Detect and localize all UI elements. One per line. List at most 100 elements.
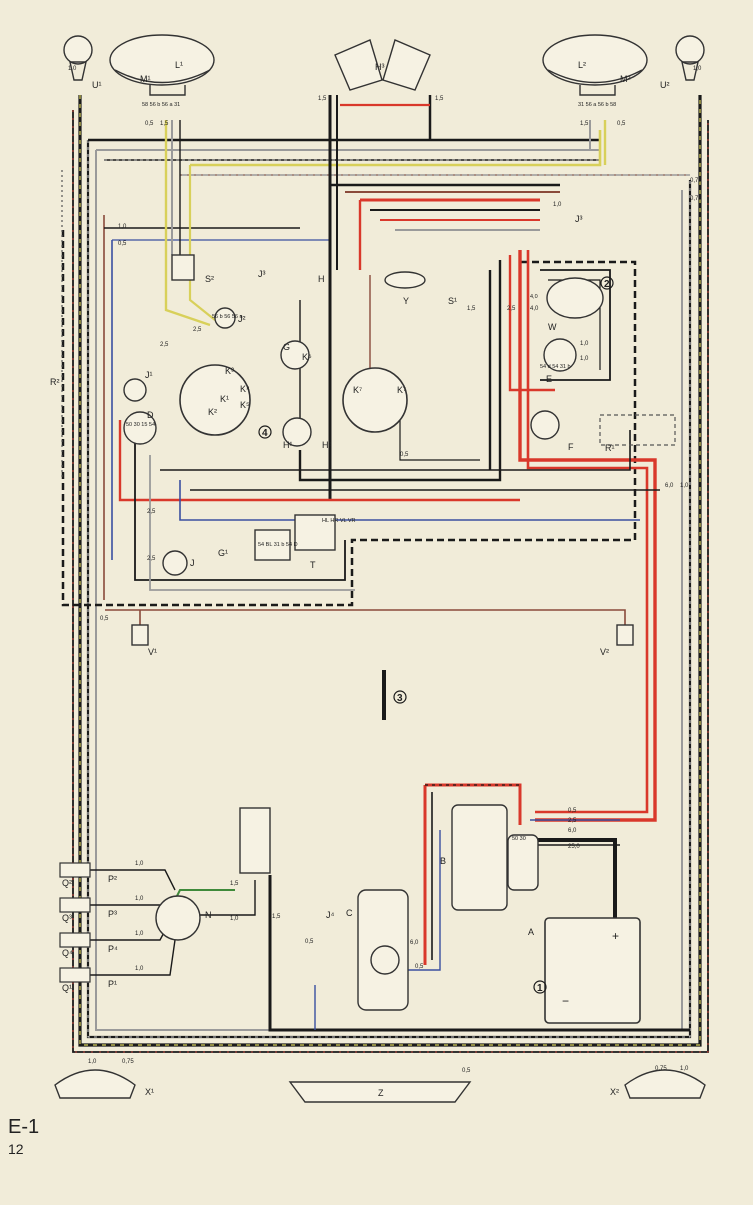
label-Q3: Q³: [62, 913, 72, 923]
signal-wires: [105, 269, 660, 846]
wire-size: 2,5: [147, 509, 156, 515]
wire-size: 1,0: [230, 916, 239, 922]
terminal-lamp-left: 58 56 b 56 a 31: [142, 102, 180, 108]
page-number: 12: [8, 1141, 24, 1157]
label-D: D: [147, 410, 154, 420]
wire-size: 6,0: [665, 483, 674, 489]
terminal-switch-S2: 56 b 56 56 a: [212, 314, 244, 320]
terminal-relay-T: 54 BL 31 b 54 D: [258, 542, 298, 548]
label-K7: K⁷: [353, 385, 362, 395]
marker-2: 2: [604, 279, 610, 290]
relay-block: [254, 529, 291, 561]
label-X2: X²: [610, 1087, 619, 1097]
gauge-G: [280, 340, 310, 370]
wire-size: 0,5: [145, 121, 154, 127]
terminal-fuse-block: HL HR VL VR: [322, 518, 356, 524]
label-K5: K⁵: [240, 400, 250, 410]
label-J3: J³: [575, 214, 583, 224]
wire-size: 2,5: [568, 818, 577, 824]
label-K2: K²: [208, 407, 217, 417]
wire-size: 0,75: [122, 1059, 134, 1065]
turn-signal-right: [675, 35, 705, 81]
label-M2: M²: [620, 74, 631, 84]
wire-size: 2,5: [193, 327, 202, 333]
label-R2: R²: [50, 377, 60, 387]
page-code: E-1: [8, 1116, 40, 1138]
label-U2: U²: [660, 80, 670, 90]
label-J: J: [190, 558, 195, 568]
label-P3: P³: [108, 909, 117, 919]
label-G1: G¹: [218, 548, 228, 558]
fuel-gauge: [342, 367, 408, 433]
marker-3: 3: [397, 693, 403, 704]
label-K4: K⁴: [240, 384, 250, 394]
ignition-switch-D: [123, 411, 157, 445]
wire-size: 1,0: [68, 66, 77, 72]
wire-size: 0,5: [118, 241, 127, 247]
wire-size: 1,0: [135, 896, 144, 902]
instrument-panel-boundary: [61, 230, 637, 607]
label-P2: P²: [108, 874, 117, 884]
label-Q4: Q⁴: [62, 948, 73, 958]
wire-size: 0,5: [415, 964, 424, 970]
top-bundle: [88, 130, 690, 600]
wire-size: 1,0: [680, 483, 689, 489]
label-J3b: J³: [258, 269, 266, 279]
label-A: A: [528, 927, 534, 937]
wire-size: 2,5: [507, 306, 516, 312]
wire-size: 0,5: [100, 616, 109, 622]
label-H2: H²: [322, 440, 332, 450]
wire-size: 1,0: [118, 224, 127, 230]
wire-size: 4,0: [530, 306, 539, 312]
label-S1: S¹: [448, 296, 457, 306]
brake-switch-V1: [131, 624, 149, 646]
label-W: W: [548, 322, 557, 332]
label-P4: P⁴: [108, 944, 118, 954]
label-X1: X¹: [145, 1087, 154, 1097]
power-wires: [118, 200, 657, 965]
wire-size: 25,0: [568, 844, 580, 850]
wire-size: 1,5: [467, 306, 476, 312]
battery-cable: [268, 830, 690, 1032]
label-T: T: [310, 560, 316, 570]
wire-size: 1,5: [435, 96, 444, 102]
label-L1: L¹: [175, 60, 183, 70]
wire-size: 1,0: [135, 931, 144, 937]
wire-size: 6,0: [410, 940, 419, 946]
wire-size: 0,75: [655, 1066, 667, 1072]
label-N: N: [205, 910, 212, 920]
brake-switch-V2: [616, 624, 634, 646]
license-lamp-Z: [288, 1081, 472, 1103]
wire-size: 1,5: [230, 881, 239, 887]
wire-size-labels: 1,0 1,0 1,5 1,5 0,5 1,5 0,5 1,5 0,75 0,7…: [68, 66, 702, 1074]
terminal-lamp-right: 31 56 a 56 b 58: [578, 102, 616, 108]
label-J4: J⁴: [326, 910, 335, 920]
wire-size: 1,0: [135, 966, 144, 972]
reference-markers: 1 2 3 4: [258, 276, 614, 994]
headlight-wires: [164, 120, 607, 327]
horn-button-H1: [282, 417, 312, 447]
label-K1: K¹: [220, 394, 229, 404]
wire-size: 1,0: [553, 202, 562, 208]
wiper-switch-E: [543, 338, 577, 372]
tail-lamp-left: [54, 1069, 136, 1099]
wire-size: 1,0: [135, 861, 144, 867]
label-Y: Y: [403, 296, 409, 306]
terminal-wiper-motor: 4,0: [530, 294, 538, 300]
label-E: E: [546, 374, 552, 384]
wire-size: 6,0: [568, 828, 577, 834]
label-Q2: Q²: [62, 878, 72, 888]
battery-A: [544, 917, 641, 1024]
wire-size: 1,0: [680, 1066, 689, 1072]
label-H1: H¹: [283, 440, 293, 450]
wire-size: 1,0: [88, 1059, 97, 1065]
marker-1: 1: [537, 983, 543, 994]
distributor-N: [155, 895, 201, 941]
fuse-box: [294, 514, 336, 551]
label-B: B: [440, 856, 446, 866]
wire-size: 1,5: [318, 96, 327, 102]
wire-size: 0,75: [690, 178, 702, 184]
label-K6: K⁶: [302, 352, 312, 362]
